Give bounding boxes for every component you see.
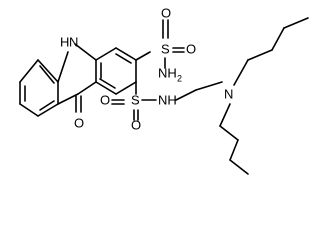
atom-label-lower-s: S [131, 92, 140, 107]
atom-label-amide-nh: NH [158, 65, 177, 80]
bond [57, 93, 79, 105]
atom-labels: H N O S O O NH 2 S O O NH N [60, 5, 233, 132]
bond [39, 100, 55, 111]
atom-label-lower-o-down: O [131, 117, 141, 132]
bond [77, 81, 97, 95]
bond [233, 59, 249, 86]
atom-label-keto-o: O [74, 115, 84, 130]
atom-label-lower-o-left: O [100, 92, 110, 107]
atom-label-link-nh: NH [158, 92, 177, 107]
atom-label-top-s: S [161, 41, 170, 56]
bond [115, 47, 137, 61]
bond [135, 51, 151, 61]
bonds [19, 17, 309, 175]
bond [115, 81, 137, 95]
bond [229, 139, 239, 161]
atom-label-amine-n: N [224, 86, 233, 101]
atom-label-ring-h: H [60, 34, 69, 49]
bond [19, 103, 39, 117]
bond [247, 49, 273, 61]
atom-label-top-o-right: O [186, 41, 196, 56]
atom-label-top-o-upper: O [161, 5, 171, 20]
bond [99, 78, 116, 89]
bond [271, 27, 285, 51]
bond [37, 103, 59, 117]
bond [37, 59, 59, 83]
bond [115, 53, 132, 64]
bond [219, 103, 231, 127]
bond [219, 125, 239, 141]
atom-label-ring-n: N [69, 34, 78, 49]
bond [283, 17, 309, 29]
bond [39, 65, 55, 84]
bond [95, 47, 117, 61]
bond [19, 59, 39, 83]
bond [195, 81, 223, 91]
bond [57, 51, 69, 83]
chemical-structure-diagram: H N O S O O NH 2 S O O NH N [19, 5, 309, 175]
atom-label-amide-nh-subscript: 2 [177, 73, 182, 83]
bond [175, 89, 197, 101]
bond [229, 159, 249, 175]
bond [74, 43, 97, 61]
bond [95, 81, 117, 95]
